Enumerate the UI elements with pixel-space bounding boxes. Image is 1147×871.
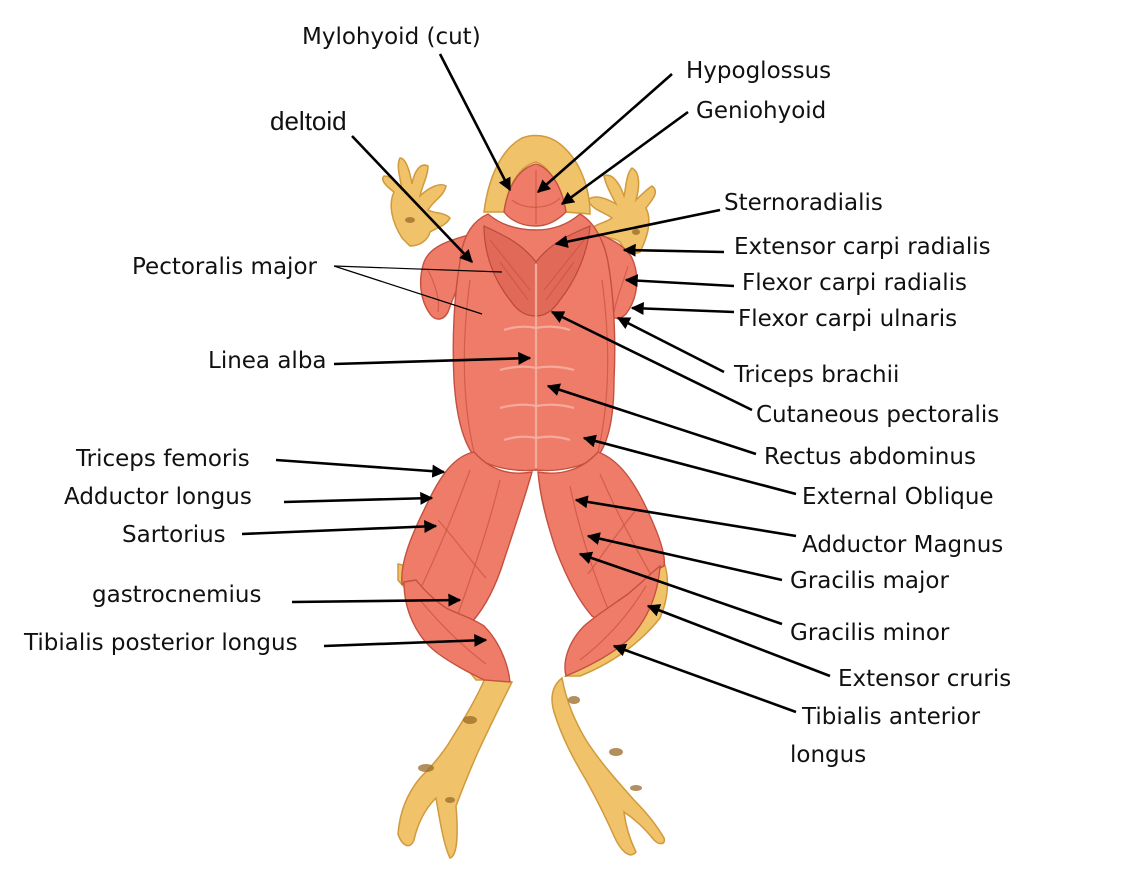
labels: Mylohyoid (cut) Hypoglossus Geniohyoid d… — [23, 24, 1011, 768]
left-foot — [397, 675, 514, 859]
leader-tibialis-anterior — [612, 643, 797, 714]
label-gastrocnemius: gastrocnemius — [92, 582, 261, 608]
leader-adductor-longus — [283, 491, 434, 505]
leader-gracilis-major — [586, 532, 783, 582]
label-sartorius: Sartorius — [122, 522, 226, 548]
leader-geniohyoid — [560, 110, 689, 206]
label-adductor-longus: Adductor longus — [64, 484, 252, 510]
label-adductor-magnus: Adductor Magnus — [802, 532, 1003, 558]
leader-flexor-carpi-ulnaris — [630, 301, 735, 315]
leader-lines — [241, 53, 831, 714]
torso — [452, 213, 616, 472]
label-tibialis-anterior-line2: longus — [790, 742, 866, 768]
leader-cutaneous-pectoralis — [550, 310, 753, 412]
leader-external-oblique — [582, 434, 797, 496]
label-tibialis-anterior-line1: Tibialis anterior — [801, 704, 981, 730]
leader-rectus-abdominus — [546, 383, 757, 456]
leader-pectoralis-b — [333, 265, 483, 315]
leader-sternoradialis — [554, 208, 721, 248]
label-cutaneous-pectoralis: Cutaneous pectoralis — [756, 402, 999, 428]
label-gracilis-major: Gracilis major — [790, 568, 949, 594]
label-deltoid: deltoid — [270, 106, 347, 136]
label-external-oblique: External Oblique — [802, 484, 994, 510]
label-sternoradialis: Sternoradialis — [724, 190, 883, 216]
leader-mylohyoid — [438, 53, 512, 192]
right-shank — [564, 564, 661, 677]
label-tibialis-posterior-longus: Tibialis posterior longus — [23, 630, 298, 656]
label-extensor-carpi-radialis: Extensor carpi radialis — [734, 234, 991, 260]
leader-extensor-cruris — [646, 604, 831, 678]
leader-pectoralis-a — [333, 265, 503, 273]
leader-deltoid — [351, 135, 473, 263]
label-flexor-carpi-ulnaris: Flexor carpi ulnaris — [738, 306, 957, 332]
label-extensor-cruris: Extensor cruris — [838, 666, 1011, 692]
leader-adductor-magnus — [574, 495, 797, 538]
label-geniohyoid: Geniohyoid — [696, 98, 826, 124]
label-hypoglossus: Hypoglossus — [686, 58, 831, 84]
leader-triceps-brachii — [616, 316, 725, 374]
label-flexor-carpi-radialis: Flexor carpi radialis — [742, 270, 967, 296]
label-linea-alba: Linea alba — [208, 348, 327, 374]
right-foot — [551, 676, 666, 856]
leader-gastrocnemius — [291, 593, 462, 607]
label-triceps-femoris: Triceps femoris — [75, 446, 250, 472]
leader-hypoglossus — [537, 73, 673, 193]
leader-flexor-carpi-radialis — [624, 274, 735, 288]
label-rectus-abdominus: Rectus abdominus — [764, 444, 976, 470]
label-triceps-brachii: Triceps brachii — [733, 362, 899, 388]
leader-triceps-femoris — [275, 458, 446, 478]
leader-sartorius — [241, 519, 438, 536]
leader-linea-alba — [333, 351, 532, 366]
frog-illustration — [382, 134, 669, 859]
label-gracilis-minor: Gracilis minor — [790, 620, 950, 646]
leader-tibialis-posterior — [323, 633, 488, 648]
leader-gracilis-minor — [578, 551, 783, 626]
rectus-segments — [463, 264, 609, 468]
label-pectoralis-major: Pectoralis major — [132, 254, 318, 280]
leader-extensor-carpi-radialis — [622, 243, 725, 257]
label-mylohyoid: Mylohyoid (cut) — [302, 24, 481, 50]
